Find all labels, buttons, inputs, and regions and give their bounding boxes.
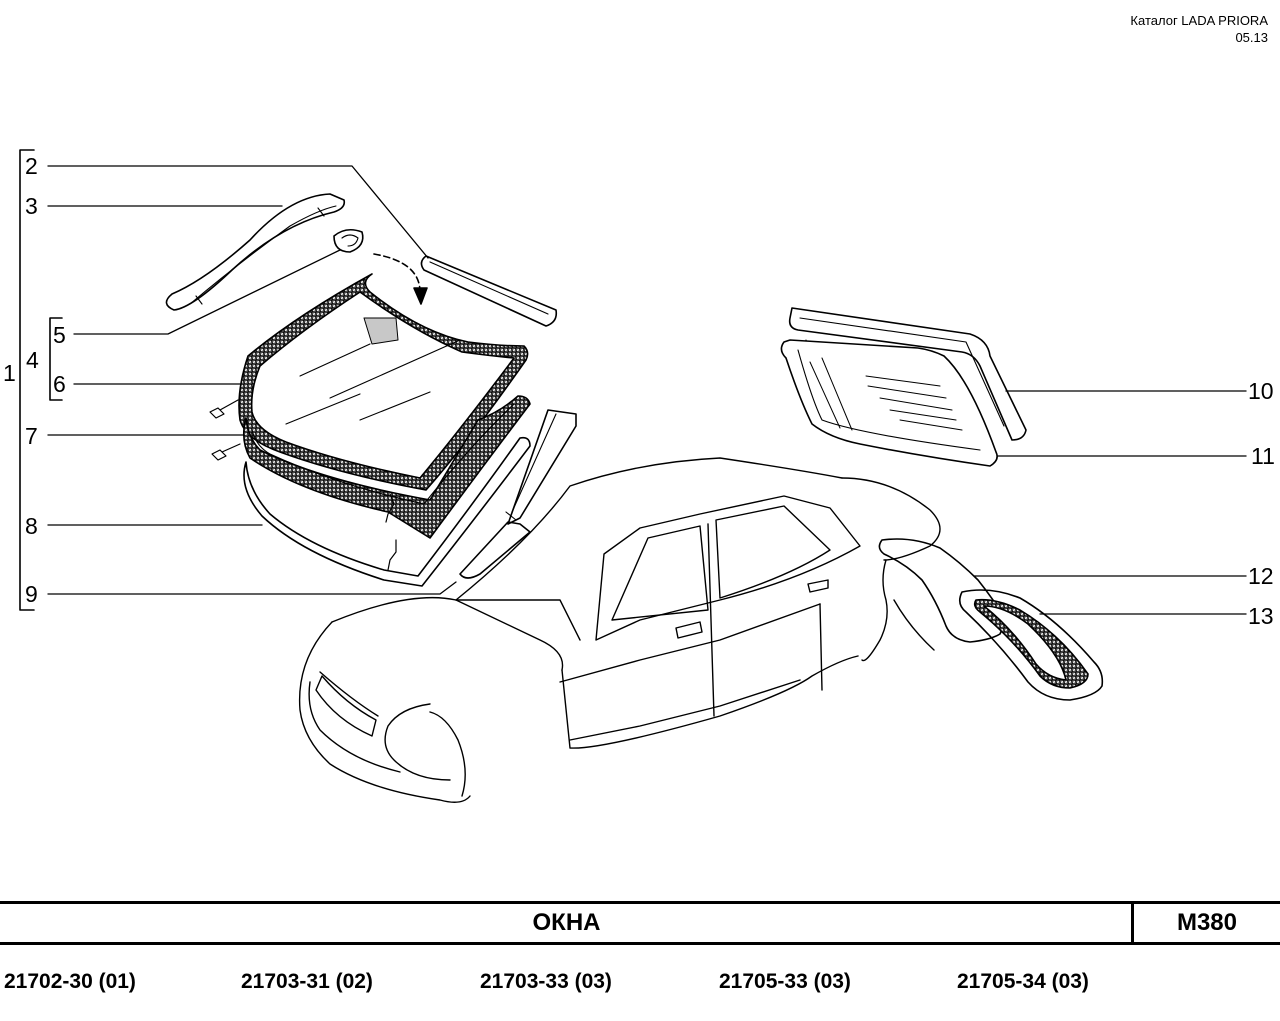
leader-lines bbox=[47, 165, 1247, 615]
callout-labels: 1 2 3 4 5 6 7 8 9 10 11 12 13 bbox=[3, 153, 1275, 629]
model-code: 21703-33 (03) bbox=[480, 970, 612, 993]
catalog-date: 05.13 bbox=[1235, 30, 1268, 45]
part-6-windshield bbox=[238, 273, 529, 491]
model-code: 21705-34 (03) bbox=[957, 970, 1089, 993]
leader-2 bbox=[47, 165, 429, 259]
model-list: 21702-30 (01) 21703-31 (02) 21703-33 (03… bbox=[0, 970, 1280, 1000]
callout-3: 3 bbox=[25, 193, 38, 219]
car-body bbox=[298, 457, 941, 803]
callout-6: 6 bbox=[53, 371, 66, 397]
callout-12: 12 bbox=[1248, 563, 1274, 589]
bracket-group-4 bbox=[49, 317, 63, 401]
callout-13: 13 bbox=[1248, 603, 1274, 629]
windows-exploded-diagram: 1 2 3 4 5 6 7 8 9 10 11 12 13 bbox=[3, 149, 1275, 803]
part-13-quarter-seal bbox=[958, 589, 1104, 701]
part-5-clip bbox=[333, 228, 364, 253]
leader-9 bbox=[47, 581, 457, 595]
model-code: 21703-31 (02) bbox=[241, 970, 373, 993]
catalog-title: Каталог LADA PRIORA bbox=[1130, 13, 1268, 28]
callout-2: 2 bbox=[25, 153, 38, 179]
callout-11: 11 bbox=[1251, 443, 1275, 469]
part-9-pillar-trim bbox=[459, 409, 577, 579]
part-3-upper-molding bbox=[165, 193, 346, 311]
footer-divider bbox=[1131, 904, 1134, 942]
bracket-group-1 bbox=[19, 149, 35, 611]
callout-8: 8 bbox=[25, 513, 38, 539]
part-2-seal-strip bbox=[420, 255, 558, 327]
callout-7: 7 bbox=[25, 423, 38, 449]
part-8-outer-seal bbox=[243, 436, 531, 587]
section-title: ОКНА bbox=[532, 909, 601, 936]
footer-bar: ОКНА М380 bbox=[0, 901, 1280, 945]
leader-5 bbox=[73, 249, 341, 335]
section-code: М380 bbox=[1176, 909, 1238, 936]
mounting-studs bbox=[209, 399, 397, 571]
model-code: 21705-33 (03) bbox=[719, 970, 851, 993]
assembly-arrowhead bbox=[413, 287, 428, 305]
callout-10: 10 bbox=[1248, 378, 1274, 404]
part-12-quarter-glass bbox=[878, 538, 1007, 643]
callout-9: 9 bbox=[25, 581, 38, 607]
part-7-glass-frame bbox=[242, 395, 531, 539]
model-code: 21702-30 (01) bbox=[4, 970, 136, 993]
callout-5: 5 bbox=[53, 322, 66, 348]
callout-1: 1 bbox=[3, 360, 16, 386]
callout-4: 4 bbox=[26, 347, 39, 373]
part-11-rear-glass bbox=[780, 339, 998, 467]
assembly-arrow bbox=[373, 253, 421, 293]
